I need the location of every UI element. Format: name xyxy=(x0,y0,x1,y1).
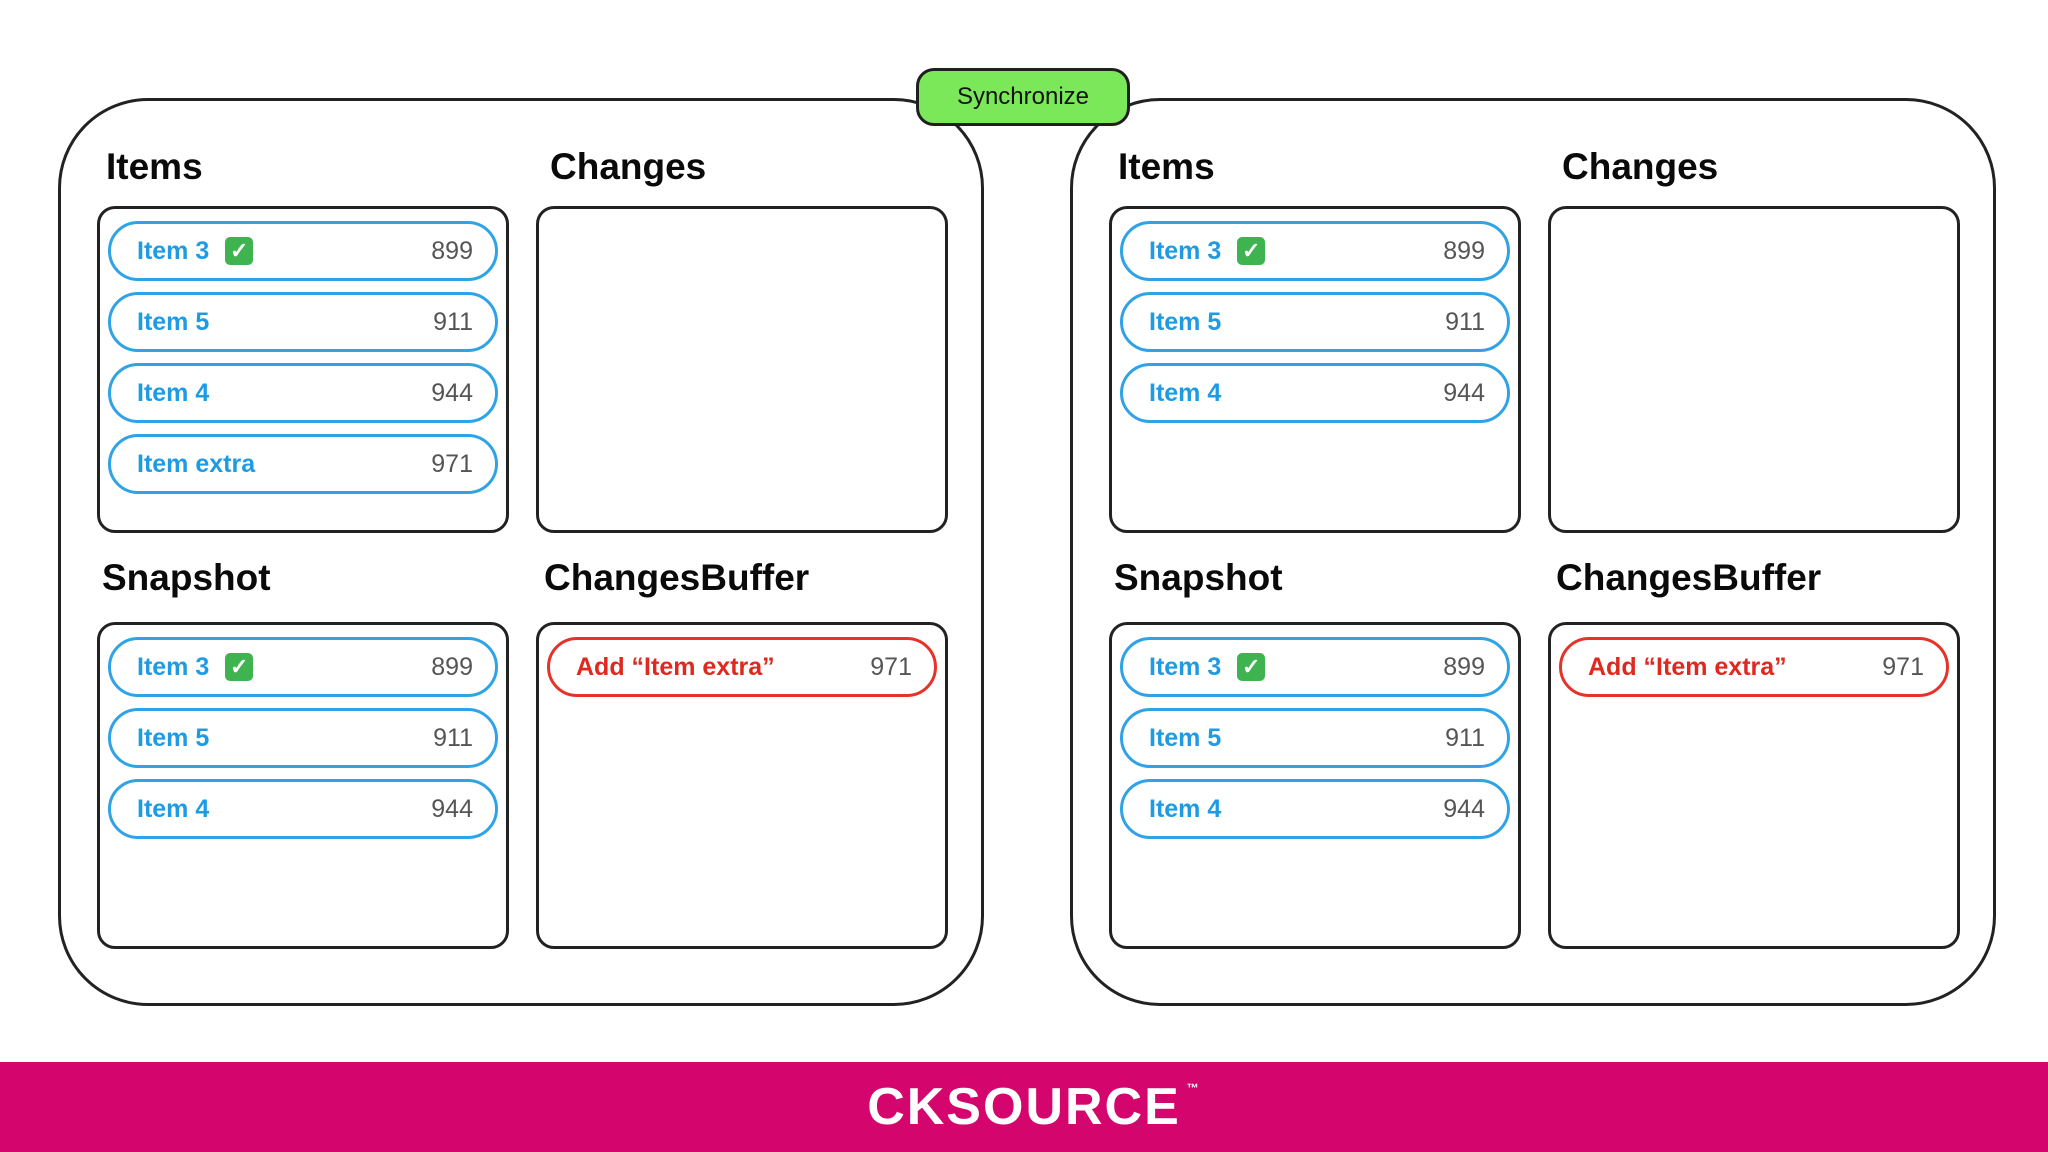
item-name: Item 5 xyxy=(137,308,209,337)
item-name-text: Item 3 xyxy=(1149,236,1222,265)
items-title: Items xyxy=(106,146,203,187)
changes-panel xyxy=(536,206,948,533)
item-name-text: Item extra xyxy=(137,449,256,478)
changes-buffer-title: ChangesBuffer xyxy=(1556,557,1822,598)
item-name-text: Item 5 xyxy=(1149,307,1222,336)
list-item: Item extra 971 xyxy=(108,434,498,494)
item-name: Item 4 xyxy=(1149,795,1221,824)
item-value: 899 xyxy=(431,652,473,681)
changes-title: Changes xyxy=(550,146,707,187)
changes-title: Changes xyxy=(1562,146,1719,187)
check-mark-icon: ✓ xyxy=(1237,237,1266,265)
item-value: 971 xyxy=(431,449,473,478)
list-item: Item 5 911 xyxy=(1120,708,1510,768)
item-name: Item 3 ✓ xyxy=(137,652,254,682)
item-value: 911 xyxy=(1445,723,1485,752)
item-name-text: Item 4 xyxy=(1149,378,1222,407)
list-item: Item 3 ✓ 899 xyxy=(108,637,498,697)
item-value: 944 xyxy=(1443,794,1485,823)
item-name: Item 5 xyxy=(1149,724,1221,753)
trademark-symbol: ™ xyxy=(1186,1081,1199,1095)
list-item: Item 3 ✓ 899 xyxy=(1120,637,1510,697)
item-value: 899 xyxy=(1443,236,1485,265)
item-value: 971 xyxy=(1882,652,1924,681)
synchronize-button[interactable]: Synchronize xyxy=(916,68,1130,126)
change-label: Add “Item extra” xyxy=(576,653,775,682)
item-name-text: Item 3 xyxy=(1149,652,1222,681)
snapshot-title: Snapshot xyxy=(1114,557,1283,598)
change-entry: Add “Item extra” 971 xyxy=(1559,637,1949,697)
cksource-logo: CKSOURCE ™ xyxy=(867,1077,1199,1137)
list-item: Item 4 944 xyxy=(108,779,498,839)
item-name: Item 5 xyxy=(137,724,209,753)
item-value: 971 xyxy=(870,652,912,681)
item-value: 944 xyxy=(431,794,473,823)
item-value: 899 xyxy=(431,236,473,265)
item-name-text: Item 4 xyxy=(137,378,210,407)
item-name-text: Item 5 xyxy=(137,723,210,752)
item-name-text: Item 3 xyxy=(137,652,210,681)
footer-bar: CKSOURCE ™ xyxy=(0,1062,2048,1152)
item-name-text: Item 4 xyxy=(1149,794,1222,823)
change-label: Add “Item extra” xyxy=(1588,653,1787,682)
list-item: Item 5 911 xyxy=(108,708,498,768)
logo-text: CKSOURCE xyxy=(867,1078,1181,1136)
item-name: Item 4 xyxy=(1149,379,1221,408)
item-name: Item 4 xyxy=(137,379,209,408)
list-item: Item 4 944 xyxy=(1120,779,1510,839)
list-item: Item 5 911 xyxy=(108,292,498,352)
items-title: Items xyxy=(1118,146,1215,187)
change-entry: Add “Item extra” 971 xyxy=(547,637,937,697)
item-value: 944 xyxy=(1443,378,1485,407)
list-item: Item 4 944 xyxy=(108,363,498,423)
item-name-text: Item 5 xyxy=(1149,723,1222,752)
item-name-text: Item 3 xyxy=(137,236,210,265)
item-name: Item 3 ✓ xyxy=(137,236,254,266)
check-mark-icon: ✓ xyxy=(225,237,254,265)
item-value: 899 xyxy=(1443,652,1485,681)
item-name-text: Item 5 xyxy=(137,307,210,336)
item-name: Item 3 ✓ xyxy=(1149,652,1266,682)
changes-buffer-title: ChangesBuffer xyxy=(544,557,810,598)
list-item: Item 4 944 xyxy=(1120,363,1510,423)
list-item: Item 3 ✓ 899 xyxy=(1120,221,1510,281)
changes-panel xyxy=(1548,206,1960,533)
changes-buffer-panel: Add “Item extra” 971 xyxy=(1548,622,1960,949)
change-label-text: Add “Item extra” xyxy=(576,652,775,681)
item-name: Item 3 ✓ xyxy=(1149,236,1266,266)
check-mark-icon: ✓ xyxy=(1237,653,1266,681)
item-value: 944 xyxy=(431,378,473,407)
item-name-text: Item 4 xyxy=(137,794,210,823)
item-value: 911 xyxy=(433,307,473,336)
item-value: 911 xyxy=(1445,307,1485,336)
list-item: Item 5 911 xyxy=(1120,292,1510,352)
changes-buffer-panel: Add “Item extra” 971 xyxy=(536,622,948,949)
item-name: Item 5 xyxy=(1149,308,1221,337)
list-item: Item 3 ✓ 899 xyxy=(108,221,498,281)
item-name: Item extra xyxy=(137,450,255,479)
change-label-text: Add “Item extra” xyxy=(1588,652,1787,681)
item-name: Item 4 xyxy=(137,795,209,824)
snapshot-title: Snapshot xyxy=(102,557,271,598)
check-mark-icon: ✓ xyxy=(225,653,254,681)
item-value: 911 xyxy=(433,723,473,752)
